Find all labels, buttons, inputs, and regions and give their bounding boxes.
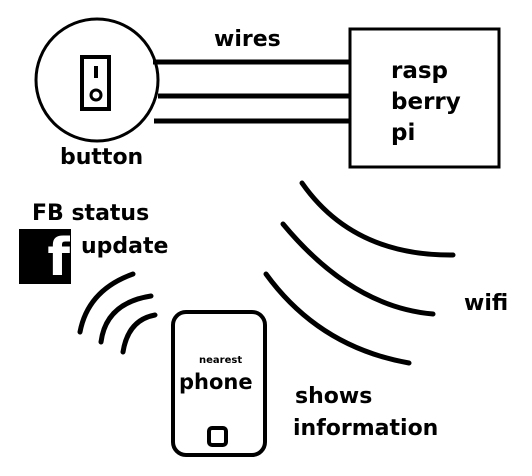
- facebook-letter: f: [47, 228, 70, 284]
- shows-information-label-line2: information: [293, 416, 439, 441]
- wires: [153, 59, 349, 124]
- wifi-label: wifi: [464, 291, 509, 316]
- smartphone-icon: [171, 310, 267, 457]
- toggle-switch-icon: [80, 55, 111, 111]
- button-node: [34, 17, 160, 143]
- phone-label: phone: [179, 370, 253, 394]
- phone-nearest-label: nearest: [199, 355, 243, 366]
- wifi-waves-icon: [263, 180, 456, 366]
- raspberry-pi-box: [348, 27, 501, 169]
- button-circle: [34, 17, 160, 143]
- button-label: button: [60, 145, 144, 170]
- wifi-waves-icon-phone: [77, 271, 158, 355]
- raspberry-pi-label-line1: rasp: [391, 58, 449, 84]
- fb-status-label-line1: FB status: [32, 201, 150, 226]
- wires-label: wires: [214, 27, 281, 52]
- fb-status-label-line2: update: [81, 234, 169, 259]
- facebook-logo-icon: [19, 229, 71, 284]
- raspberry-pi-label-line2: berry: [391, 89, 461, 115]
- phone-home-button: [207, 426, 228, 447]
- shows-information-label-line1: shows: [295, 384, 373, 409]
- raspberry-pi-label-line3: pi: [391, 120, 416, 146]
